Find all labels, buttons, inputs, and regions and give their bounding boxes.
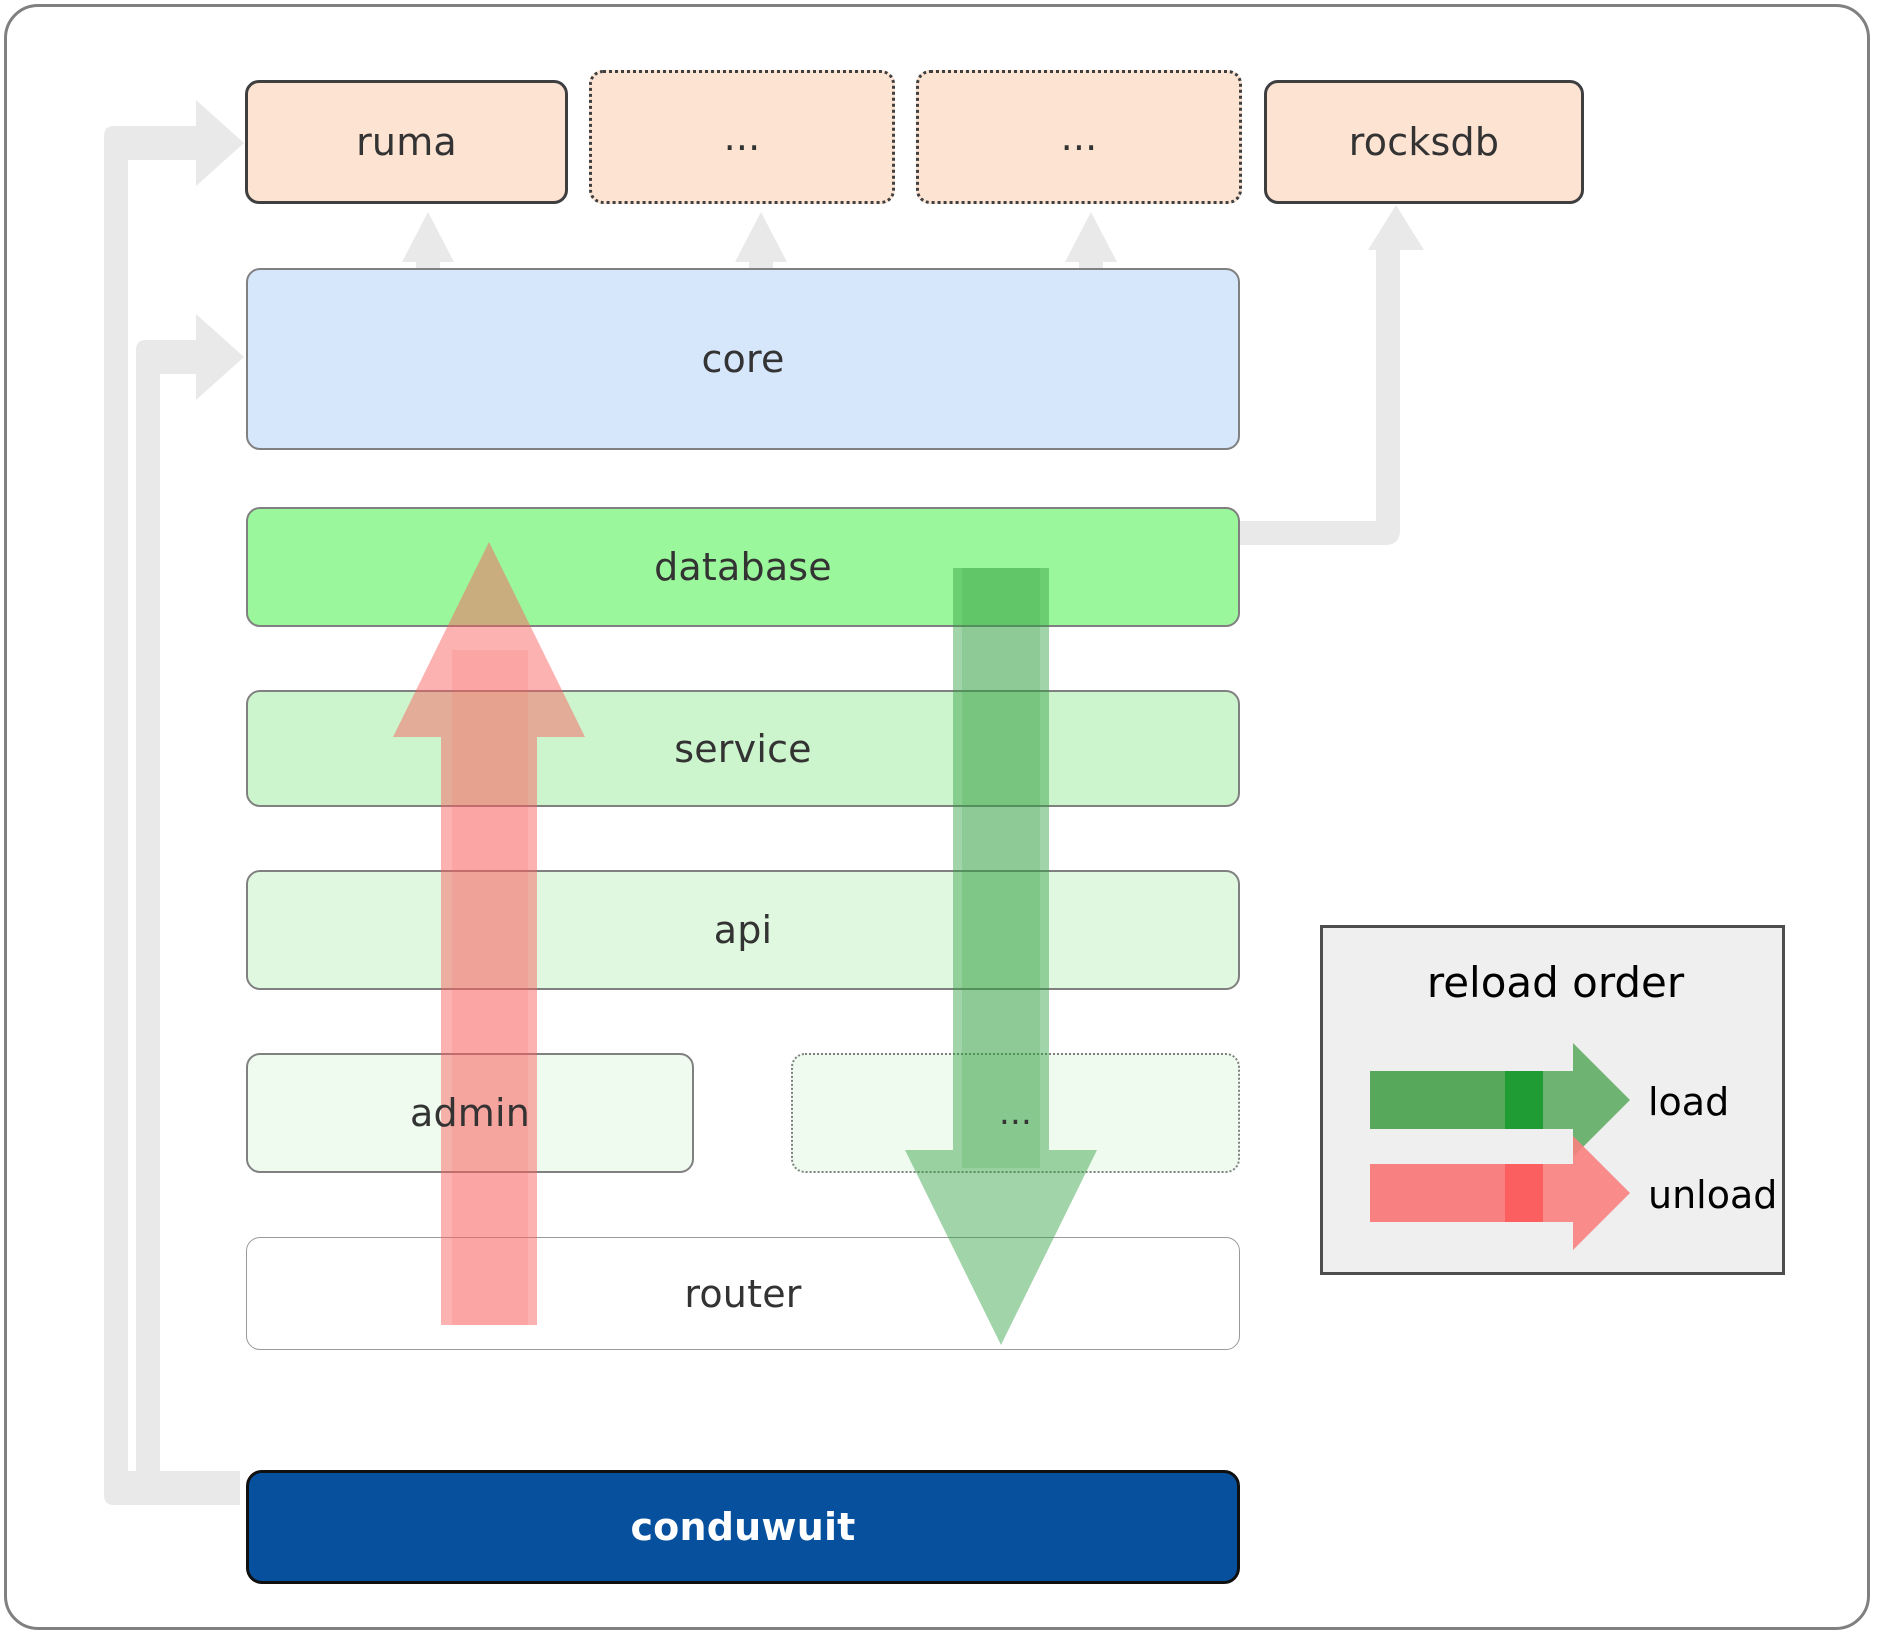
node-label: core xyxy=(701,337,785,381)
node-router[interactable]: router xyxy=(246,1237,1240,1350)
node-top-ellipsis-1[interactable]: ... xyxy=(589,70,895,204)
node-conduwuit[interactable]: conduwuit xyxy=(246,1470,1240,1584)
node-label: database xyxy=(654,545,832,589)
node-label: admin xyxy=(409,1091,531,1135)
legend-arrow-graphics xyxy=(1370,1043,1630,1250)
node-api[interactable]: api xyxy=(246,870,1240,990)
node-service[interactable]: service xyxy=(246,690,1240,807)
node-top-ellipsis-2[interactable]: ... xyxy=(916,70,1242,204)
legend-label-load: load xyxy=(1648,1080,1730,1124)
legend-title: reload order xyxy=(1426,958,1685,1007)
legend-label-unload: unload xyxy=(1648,1173,1778,1217)
legend-panel: reload order load unload xyxy=(1320,925,1785,1275)
node-label: ruma xyxy=(356,120,457,164)
node-label: ... xyxy=(1060,115,1098,159)
node-label: ... xyxy=(998,1093,1033,1133)
node-label: api xyxy=(713,908,773,952)
node-label: service xyxy=(674,726,812,771)
node-label: rocksdb xyxy=(1348,120,1500,164)
diagram-frame xyxy=(4,4,1870,1630)
node-label: conduwuit xyxy=(630,1505,856,1549)
node-bottom-ellipsis[interactable]: ... xyxy=(791,1053,1240,1173)
node-ruma[interactable]: ruma xyxy=(245,80,568,204)
node-label: ... xyxy=(723,115,761,159)
node-label: router xyxy=(684,1271,802,1316)
legend-unload-arrow xyxy=(1370,1136,1630,1250)
node-core[interactable]: core xyxy=(246,268,1240,450)
node-database[interactable]: database xyxy=(246,507,1240,627)
legend-load-arrow xyxy=(1370,1043,1630,1157)
node-admin[interactable]: admin xyxy=(246,1053,694,1173)
node-rocksdb[interactable]: rocksdb xyxy=(1264,80,1584,204)
